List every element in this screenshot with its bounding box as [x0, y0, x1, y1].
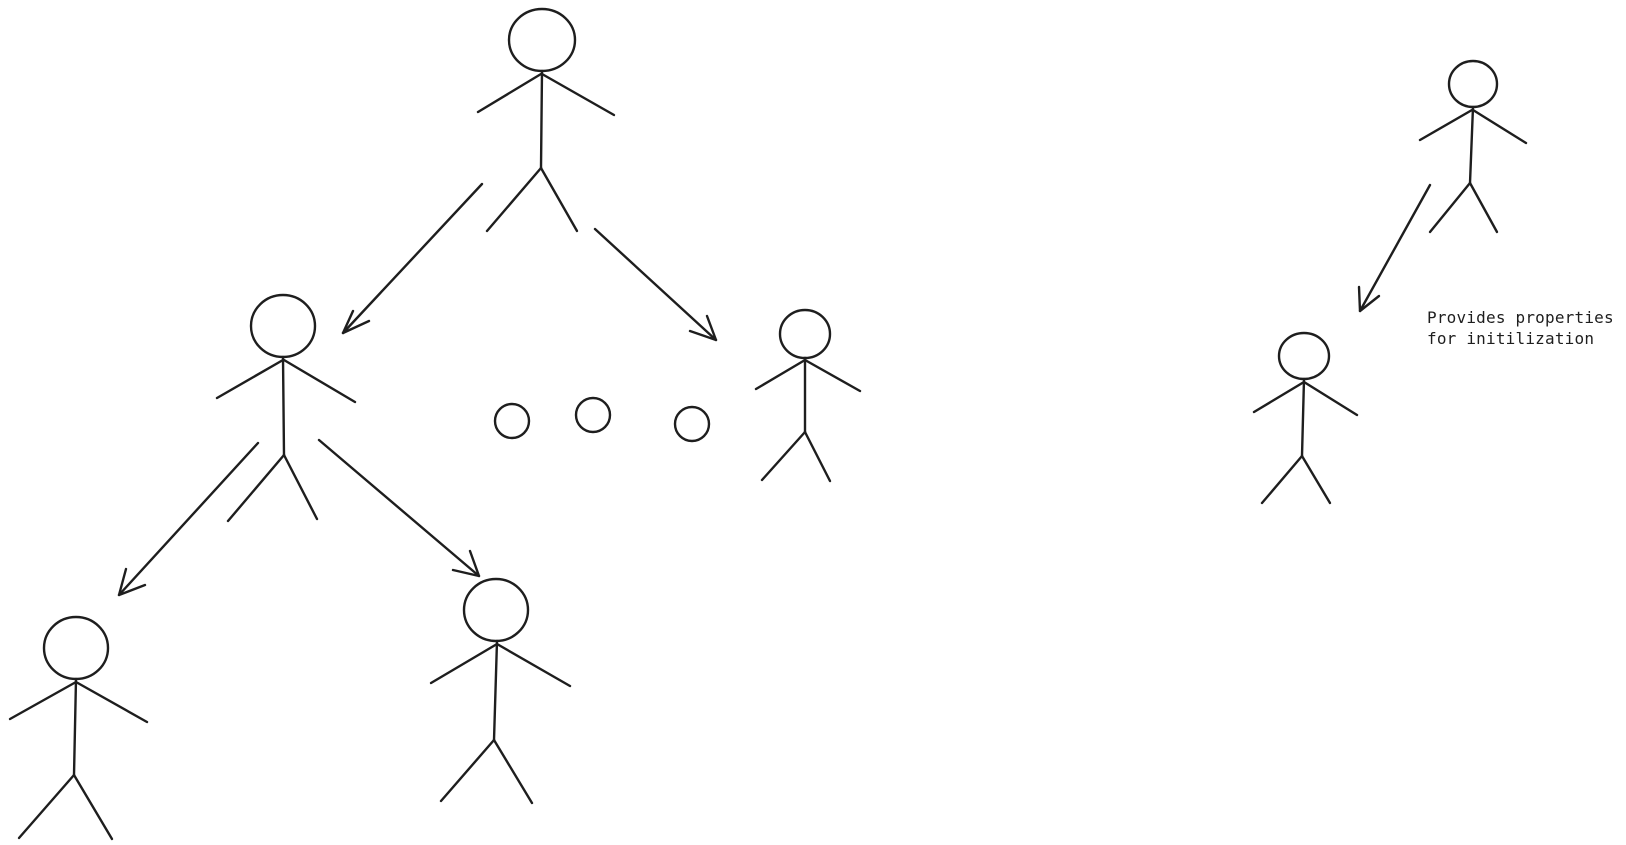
annotation-line-1: Provides properties	[1427, 308, 1614, 327]
child-left-person-figure	[215, 293, 357, 523]
ellipsis-dot	[574, 396, 612, 434]
child-right-person-figure	[754, 308, 862, 483]
arrow-provider-to-receiver	[1357, 183, 1432, 313]
provides-properties-annotation: Provides properties for initilization	[1427, 307, 1614, 349]
arrow-child-left-to-grandchild-right	[317, 438, 481, 578]
root-person-figure	[476, 7, 616, 233]
ellipsis-dots	[493, 396, 711, 443]
receiver-person-figure	[1252, 331, 1359, 505]
arrow-root-to-child-right	[593, 227, 718, 342]
arrow-root-to-child-left	[341, 182, 484, 335]
grandchild-left-person-figure	[8, 615, 149, 841]
annotation-line-2: for initilization	[1427, 329, 1595, 348]
ellipsis-dot	[673, 405, 711, 443]
grandchild-right-person-figure	[429, 577, 572, 805]
ellipsis-dot	[493, 402, 531, 440]
provider-person-figure	[1418, 59, 1528, 234]
arrow-child-left-to-grandchild-left	[117, 441, 260, 597]
